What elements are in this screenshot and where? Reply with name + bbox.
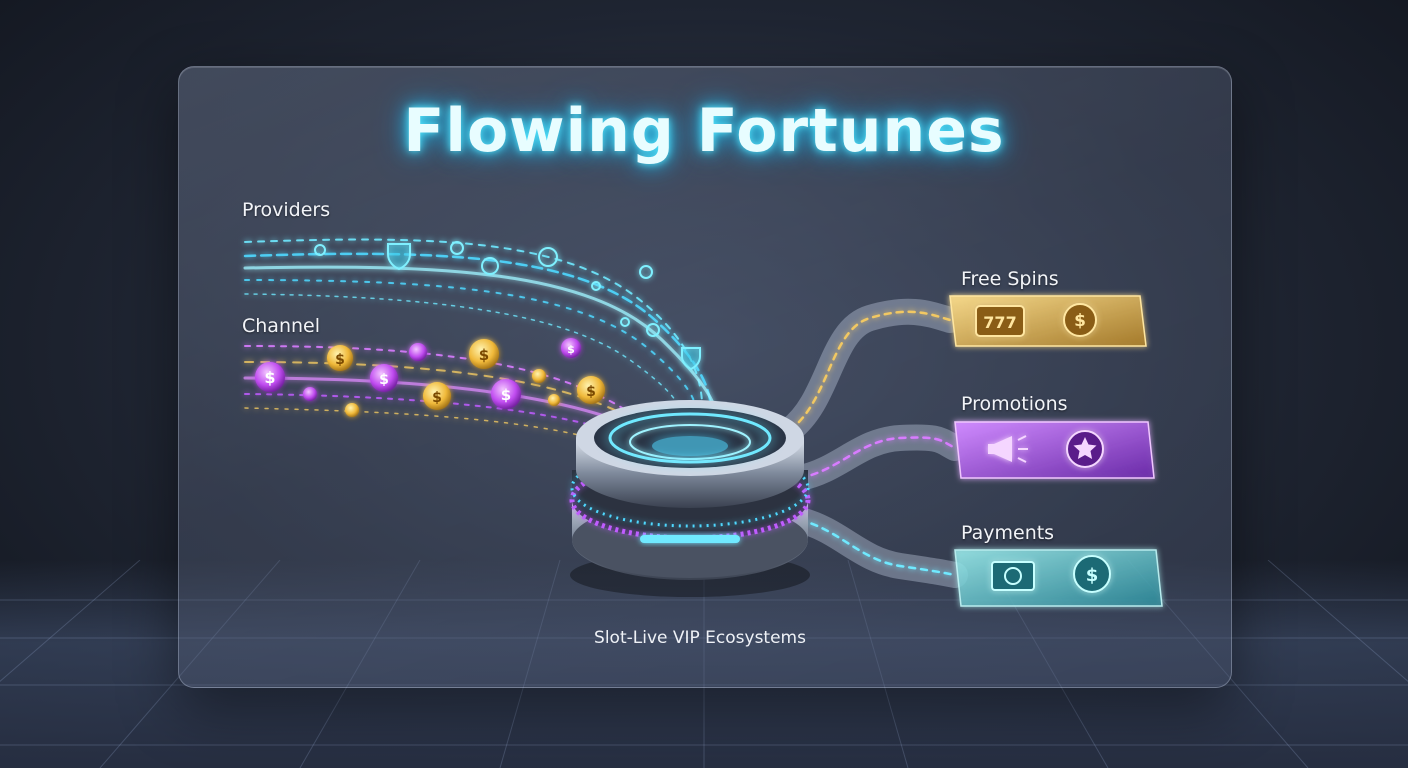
coin-icon: [345, 403, 359, 417]
free-spins-flow: [777, 298, 963, 443]
coin-icon: [409, 343, 427, 361]
promotions-label: Promotions: [961, 393, 1068, 415]
page-title: Flowing Fortunes: [403, 96, 1005, 166]
chip-icon: [481, 257, 499, 275]
coin-icon: $: [327, 345, 353, 371]
channel-coins: $ $ $ $ $ $ $ $: [255, 338, 605, 417]
banknote-icon: [991, 561, 1035, 591]
grid-floor: [0, 560, 1408, 768]
svg-text:$: $: [567, 343, 575, 356]
svg-text:$: $: [379, 372, 389, 388]
free-spins-label: Free Spins: [961, 268, 1059, 290]
payments-card: $: [954, 549, 1163, 607]
shield-icon: [681, 347, 701, 371]
providers-icons: [314, 241, 701, 371]
coin-icon: [303, 387, 317, 401]
payments-label: Payments: [961, 522, 1055, 544]
coin-icon: $: [577, 376, 605, 404]
dollar-coin-icon: $: [1063, 303, 1097, 337]
svg-text:$: $: [586, 384, 596, 400]
data-icon: [591, 281, 601, 291]
link-icon: [538, 247, 558, 267]
globe-icon: [639, 265, 653, 279]
cloud-icon: [450, 241, 464, 255]
lock-icon: [646, 323, 660, 337]
megaphone-icon: [988, 435, 1028, 463]
coin-icon: $: [255, 362, 285, 392]
svg-text:$: $: [264, 368, 275, 387]
dollar-coin-icon: $: [1073, 555, 1111, 593]
svg-text:$: $: [1074, 311, 1086, 331]
providers-label: Providers: [242, 199, 331, 221]
promotions-card: [954, 421, 1155, 479]
shield-icon: [387, 243, 411, 271]
signal-icon: [620, 317, 630, 327]
coin-icon: $: [423, 382, 451, 410]
free-spins-card: 777 $: [949, 295, 1147, 347]
svg-text:$: $: [479, 346, 489, 364]
coin-icon: $: [491, 379, 521, 409]
svg-text:$: $: [432, 390, 442, 406]
svg-text:$: $: [501, 386, 511, 404]
coin-icon: [532, 369, 546, 383]
diagram-caption: Slot-Live VIP Ecosystems: [594, 628, 806, 648]
star-badge-icon: [1066, 430, 1104, 468]
gear-icon: [314, 244, 326, 256]
svg-text:777: 777: [983, 313, 1016, 332]
central-hub: [569, 400, 811, 597]
coin-icon: [548, 394, 560, 406]
coin-icon: $: [469, 339, 499, 369]
coin-icon: $: [370, 364, 398, 392]
coin-icon: $: [561, 338, 581, 358]
slot-reels-icon: 777: [975, 305, 1025, 337]
channel-label: Channel: [242, 315, 321, 337]
output-flows: [777, 298, 968, 588]
svg-text:$: $: [335, 352, 345, 368]
svg-text:$: $: [1086, 565, 1099, 586]
